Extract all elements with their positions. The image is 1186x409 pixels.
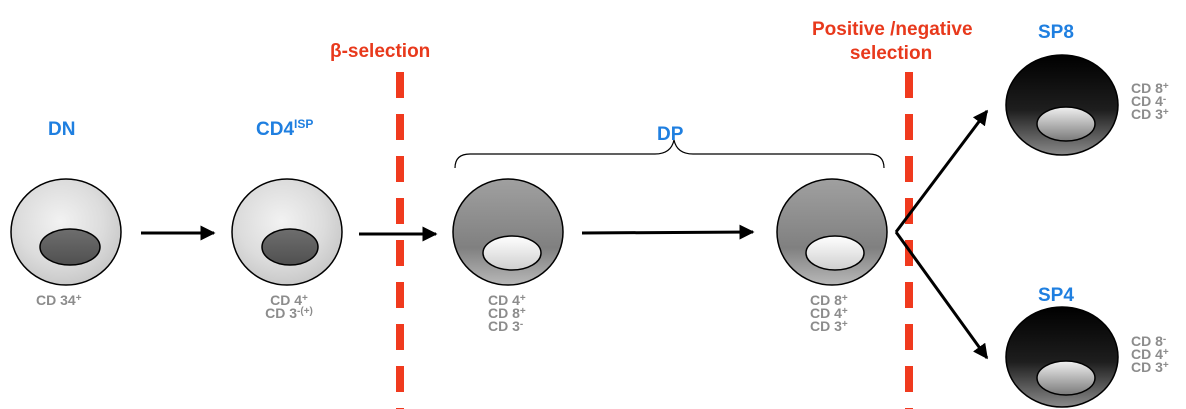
marker-line: CD 4+	[488, 292, 526, 308]
marker-line: CD 3+	[1131, 106, 1169, 122]
markers-sp8: CD 8+ CD 4- CD 3+	[1131, 80, 1169, 122]
marker-line: CD 34+	[36, 292, 82, 308]
stage-label-sp8: SP8	[1038, 22, 1074, 43]
marker-line: CD 8+	[488, 305, 526, 321]
markers-dn: CD 34+	[36, 292, 82, 308]
marker-line: CD 8-	[1131, 333, 1167, 349]
dp-brace	[454, 139, 885, 169]
arrow-dp-to-dp	[581, 224, 755, 240]
beta-selection-label: β-selection	[330, 41, 431, 62]
posneg-line-1: Positive /negative	[812, 19, 973, 40]
cell-dp-1	[452, 178, 564, 286]
marker-line: CD 4-	[1131, 93, 1167, 109]
stage-label-cd4isp: CD4ISP	[256, 117, 314, 141]
marker-line: CD 3+	[810, 318, 848, 334]
cd4isp-sup: ISP	[294, 117, 314, 131]
marker-line: CD 3-	[488, 318, 524, 334]
stage-label-sp4: SP4	[1038, 285, 1074, 306]
marker-line: CD 8+	[810, 292, 848, 308]
marker-line: CD 4+	[270, 292, 308, 308]
positive-negative-selection-label: Positive /negative selection	[812, 18, 973, 66]
cell-sp8	[1005, 54, 1119, 156]
cell-dn	[10, 178, 122, 286]
marker-line: CD 8+	[1131, 80, 1169, 96]
marker-line: CD 4+	[810, 305, 848, 321]
markers-cd4isp: CD 4+ CD 3-(+)	[254, 292, 324, 321]
cell-dp-2	[776, 178, 888, 286]
stage-label-dn: DN	[48, 119, 76, 140]
cell-cd4isp	[231, 178, 343, 286]
marker-line: CD 3-(+)	[265, 305, 313, 321]
markers-dp-1: CD 4+ CD 8+ CD 3-	[488, 292, 526, 334]
markers-dp-2: CD 8+ CD 4+ CD 3+	[810, 292, 848, 334]
stage-label-dp: DP	[657, 124, 684, 145]
arrow-dp-to-sp4	[894, 231, 989, 360]
cell-sp4	[1005, 306, 1119, 408]
markers-sp4: CD 8- CD 4+ CD 3+	[1131, 333, 1169, 375]
marker-line: CD 4+	[1131, 346, 1169, 362]
arrow-dp-to-sp8	[894, 109, 989, 233]
posneg-line-2: selection	[849, 43, 933, 64]
marker-line: CD 3+	[1131, 359, 1169, 375]
cd4isp-main: CD4	[256, 119, 295, 140]
